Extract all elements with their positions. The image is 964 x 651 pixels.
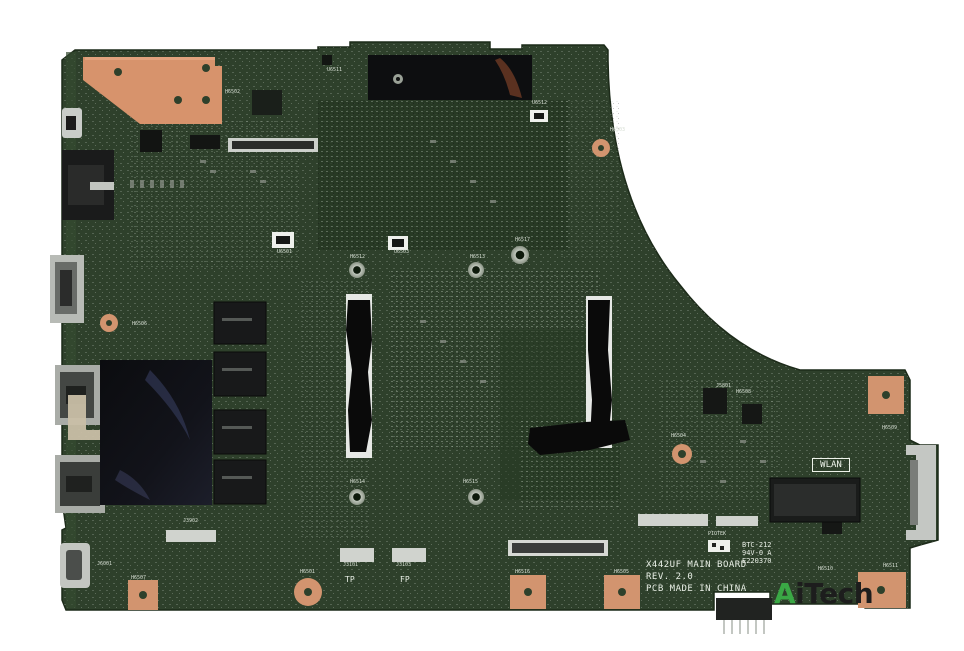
mounting-holes — [349, 246, 529, 505]
designator-h6514: H6514 — [350, 479, 366, 485]
label-wlan: WLAN — [812, 458, 850, 472]
watermark-tech: Tech — [804, 577, 874, 610]
designator-h6517: H6517 — [515, 237, 531, 243]
designator-h6502: H6502 — [225, 89, 241, 95]
designator-h6508: H6508 — [736, 389, 752, 395]
designator-h6506: H6506 — [132, 321, 148, 327]
board-model: X442UF MAIN BOARD — [646, 560, 747, 570]
watermark-i: i — [795, 577, 805, 610]
watermark-a: A — [774, 577, 796, 610]
designator-j3103: J3103 — [396, 562, 412, 568]
designator-j6001: J6001 — [97, 561, 113, 567]
designator-u6511: U6511 — [327, 67, 343, 73]
designator-u6512: U6512 — [532, 100, 548, 106]
designator-h6503: H6503 — [610, 127, 626, 133]
designator-h6505: H6505 — [614, 569, 630, 575]
designator-h6507: H6507 — [131, 575, 147, 581]
board-origin: PCB MADE IN CHINA — [646, 584, 747, 594]
designator-h6516: H6516 — [515, 569, 531, 575]
qr-label — [708, 540, 730, 552]
cert-line-2: 94V-0 A — [742, 549, 772, 557]
fpc-connectors — [166, 138, 758, 562]
designator-h6509: H6509 — [882, 425, 898, 431]
designator-h6511: H6511 — [883, 563, 899, 569]
designator-h6515: H6515 — [463, 479, 479, 485]
designator-h6510: H6510 — [818, 566, 834, 572]
label-tp: TP — [345, 575, 355, 584]
designator-u6501: U6501 — [277, 249, 293, 255]
cert-line-1: BTC-212 — [742, 541, 772, 549]
copper-ring-holes — [100, 139, 906, 610]
designator-u6503: U6503 — [394, 249, 410, 255]
memory-chips — [213, 301, 267, 505]
designator-j3101: J3101 — [343, 562, 359, 568]
designator-h6512: H6512 — [350, 254, 366, 260]
watermark-logo: AiTech — [774, 577, 874, 610]
designator-j5801: J5801 — [716, 383, 732, 389]
sata-connector — [906, 445, 936, 540]
designator-h6501: H6501 — [300, 569, 316, 575]
designator-h6513: H6513 — [470, 254, 486, 260]
label-fp: FP — [400, 575, 410, 584]
battery-connector — [716, 598, 772, 620]
designator-h6504: H6504 — [671, 433, 687, 439]
cert-line-3: E220370 — [742, 557, 772, 565]
designator-j3902: J3902 — [183, 518, 199, 524]
vendor-label: PIOTEK — [708, 531, 727, 537]
board-revision: REV. 2.0 — [646, 572, 694, 582]
